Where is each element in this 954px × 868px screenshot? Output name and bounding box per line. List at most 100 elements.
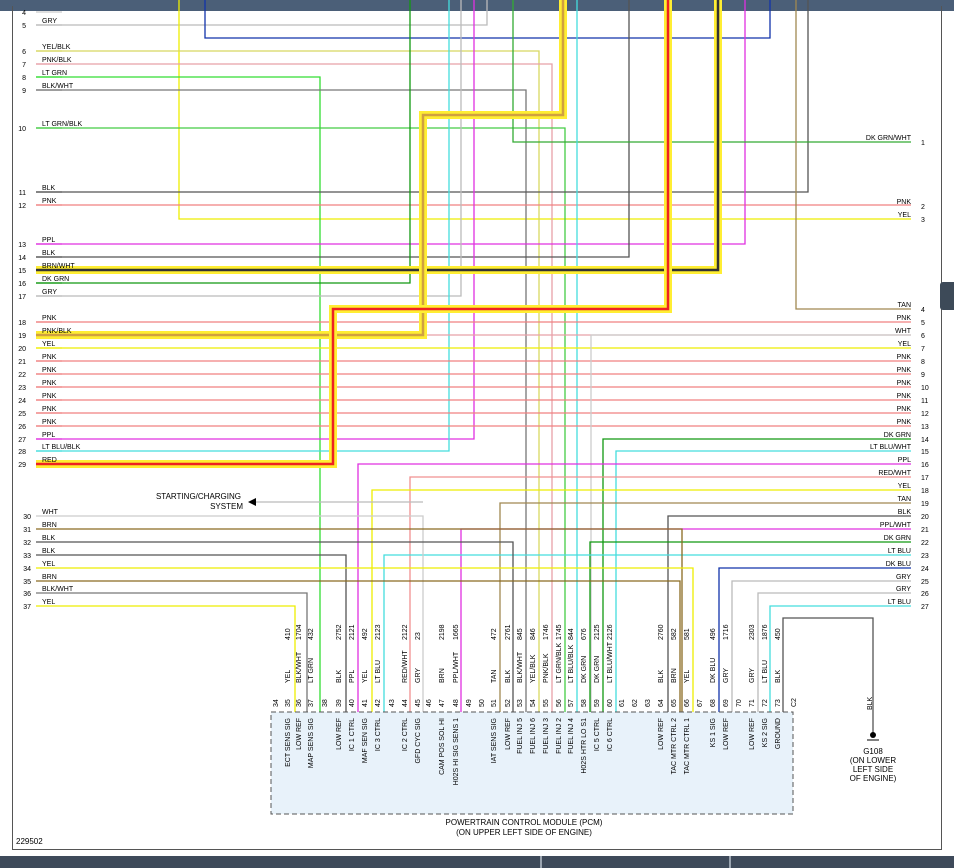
ground-location-2: LEFT SIDE [853,765,893,774]
pcm-circuit-number: 472 [491,628,498,640]
right-wire-color-label: PNK [897,354,912,361]
right-wire-color-label: PNK [897,393,912,400]
right-pin-number: 3 [921,217,925,224]
pcm-pin-number: 50 [479,699,486,707]
wire [602,438,911,712]
pcm-circuit-number: 2752 [336,624,343,640]
left-wire-color-label: PNK [42,315,57,322]
starting-system-label-1: STARTING/CHARGING [156,492,241,501]
pcm-circuit-number: 1704 [296,624,303,640]
right-wire-color-label: YEL [898,212,911,219]
pcm-circuit-number: 496 [710,628,717,640]
pcm-pin-number: 60 [607,699,614,707]
pcm-pin-function: FUEL INJ 5 [517,718,524,754]
pcm-pin-number: 44 [402,699,409,707]
pcm-pin-function: IC 3 CTRL [375,718,382,751]
pcm-pin-number: 70 [736,699,743,707]
right-pin-number: 24 [921,566,929,573]
right-wire-color-label: PNK [897,199,912,206]
right-pin-number: 20 [921,514,929,521]
wire [36,554,347,712]
pcm-circuit-number: 1665 [453,624,460,640]
left-pin-number: 18 [18,320,26,327]
pcm-box[interactable] [270,711,794,815]
left-pin-number: 24 [18,398,26,405]
pcm-wire-color: BRN [671,668,678,683]
pcm-pin-number: 65 [671,699,678,707]
pcm-pin-number: 62 [632,699,639,707]
wire [36,50,540,712]
pcm-pin-function: CAM POS SOL HI [439,718,446,775]
right-pin-number: 23 [921,553,929,560]
pcm-pin-number: 35 [285,699,292,707]
right-wire-color-label: TAN [898,496,911,503]
left-pin-number: 23 [18,385,26,392]
left-wire-color-label: PNK [42,393,57,400]
wire [178,0,911,220]
pcm-location: (ON UPPER LEFT SIDE OF ENGINE) [456,828,592,837]
left-wire-color-label: BLK [42,548,56,555]
left-wire-color-label: PNK [42,380,57,387]
wire [36,0,450,452]
left-wire-color-label: PNK [42,198,57,205]
pcm-pin-function: GROUND [775,718,782,749]
pcm-circuit-number: 2198 [439,624,446,640]
left-pin-number: 6 [22,49,26,56]
pcm-pin-function: FUEL INJ 6 [530,718,537,754]
wire-highlighted [36,0,670,466]
pcm-pin-number: 42 [375,699,382,707]
left-pin-number: 20 [18,346,26,353]
right-pin-number: 1 [921,140,925,147]
wire [36,580,681,712]
right-pin-number: 2 [921,204,925,211]
wire [499,502,911,712]
left-pin-number: 17 [18,294,26,301]
pcm-pin-function: TAC MTR CTRL 2 [671,718,678,774]
pcm-pin-function: LOW REF [296,718,303,750]
pcm-pin-function: FUEL INJ 4 [568,718,575,754]
left-wire-color-label: PNK [42,419,57,426]
right-wire-color-label: PNK [897,380,912,387]
pcm-pin-number: 69 [723,699,730,707]
left-pin-number: 32 [23,540,31,547]
left-wire-color-label: BLK [42,250,56,257]
pcm-wire-color: BLK/WHT [296,651,303,683]
right-wire-color-label: LT BLU [888,599,911,606]
pcm-pin-number: 51 [491,699,498,707]
ground-wire [782,617,874,733]
pcm-pin-function: H02S HI SIG SENS 1 [453,718,460,785]
right-pin-number: 27 [921,604,929,611]
pcm-pin-number: 49 [466,699,473,707]
pcm-pin-number: 43 [389,699,396,707]
right-wire-color-label: BLK [898,509,912,516]
pcm-pin-number: 47 [439,699,446,707]
right-pin-number: 17 [921,475,929,482]
side-panel-tab[interactable] [940,282,954,310]
wire [36,76,321,712]
left-wire-color-label: PNK/BLK [42,57,72,64]
pcm-wire-color: BLK [658,669,665,683]
wire [36,515,424,712]
pcm-pin-number: 36 [296,699,303,707]
pcm-pin-number: 66 [684,699,691,707]
pcm-pin-number: 61 [619,699,626,707]
wire [589,541,911,712]
left-pin-number: 21 [18,359,26,366]
left-pin-number: 9 [22,88,26,95]
left-wire-color-label: GRY [42,18,57,25]
left-pin-number: 8 [22,75,26,82]
pcm-circuit-number: 410 [285,628,292,640]
pcm-pin-number: C2 [791,698,798,707]
pcm-wire-color: YEL [285,670,292,683]
wire [36,528,683,712]
pcm-wire-color: GRY [723,668,730,683]
right-wire-color-label: PNK [897,367,912,374]
left-pin-number: 35 [23,579,31,586]
left-pin-number: 10 [18,126,26,133]
left-wire-color-label: BLK [42,185,56,192]
pcm-circuit-number: 1745 [556,624,563,640]
right-pin-number: 9 [921,372,925,379]
